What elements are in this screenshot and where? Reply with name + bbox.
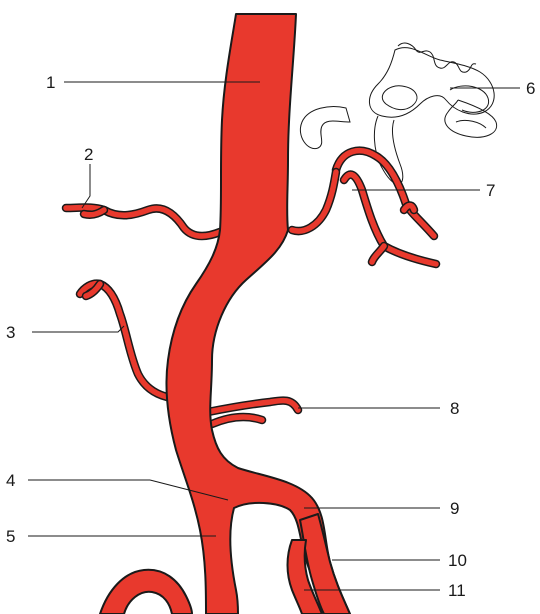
outlined-organ: [300, 43, 496, 184]
label-9: 9: [450, 499, 459, 518]
label-7: 7: [486, 181, 495, 200]
label-2: 2: [84, 145, 93, 164]
organ-loop-lower-inner: [456, 120, 486, 128]
branch-2: [66, 208, 220, 237]
label-4: 4: [6, 471, 15, 490]
label-1: 1: [46, 73, 55, 92]
leader-2: [82, 164, 90, 208]
main-trunk: [166, 14, 350, 614]
branch-7: [336, 151, 436, 264]
branch-7-root: [292, 172, 336, 231]
label-11: 11: [448, 581, 466, 600]
lower-left-loop: [100, 570, 192, 614]
label-5: 5: [6, 527, 15, 546]
leader-3: [32, 326, 124, 332]
label-6: 6: [526, 79, 535, 98]
label-8: 8: [450, 399, 459, 418]
label-3: 3: [6, 323, 15, 342]
label-10: 10: [448, 551, 467, 570]
organ-hook: [300, 107, 350, 149]
branch-3: [80, 284, 172, 398]
branch-8: [208, 400, 298, 424]
